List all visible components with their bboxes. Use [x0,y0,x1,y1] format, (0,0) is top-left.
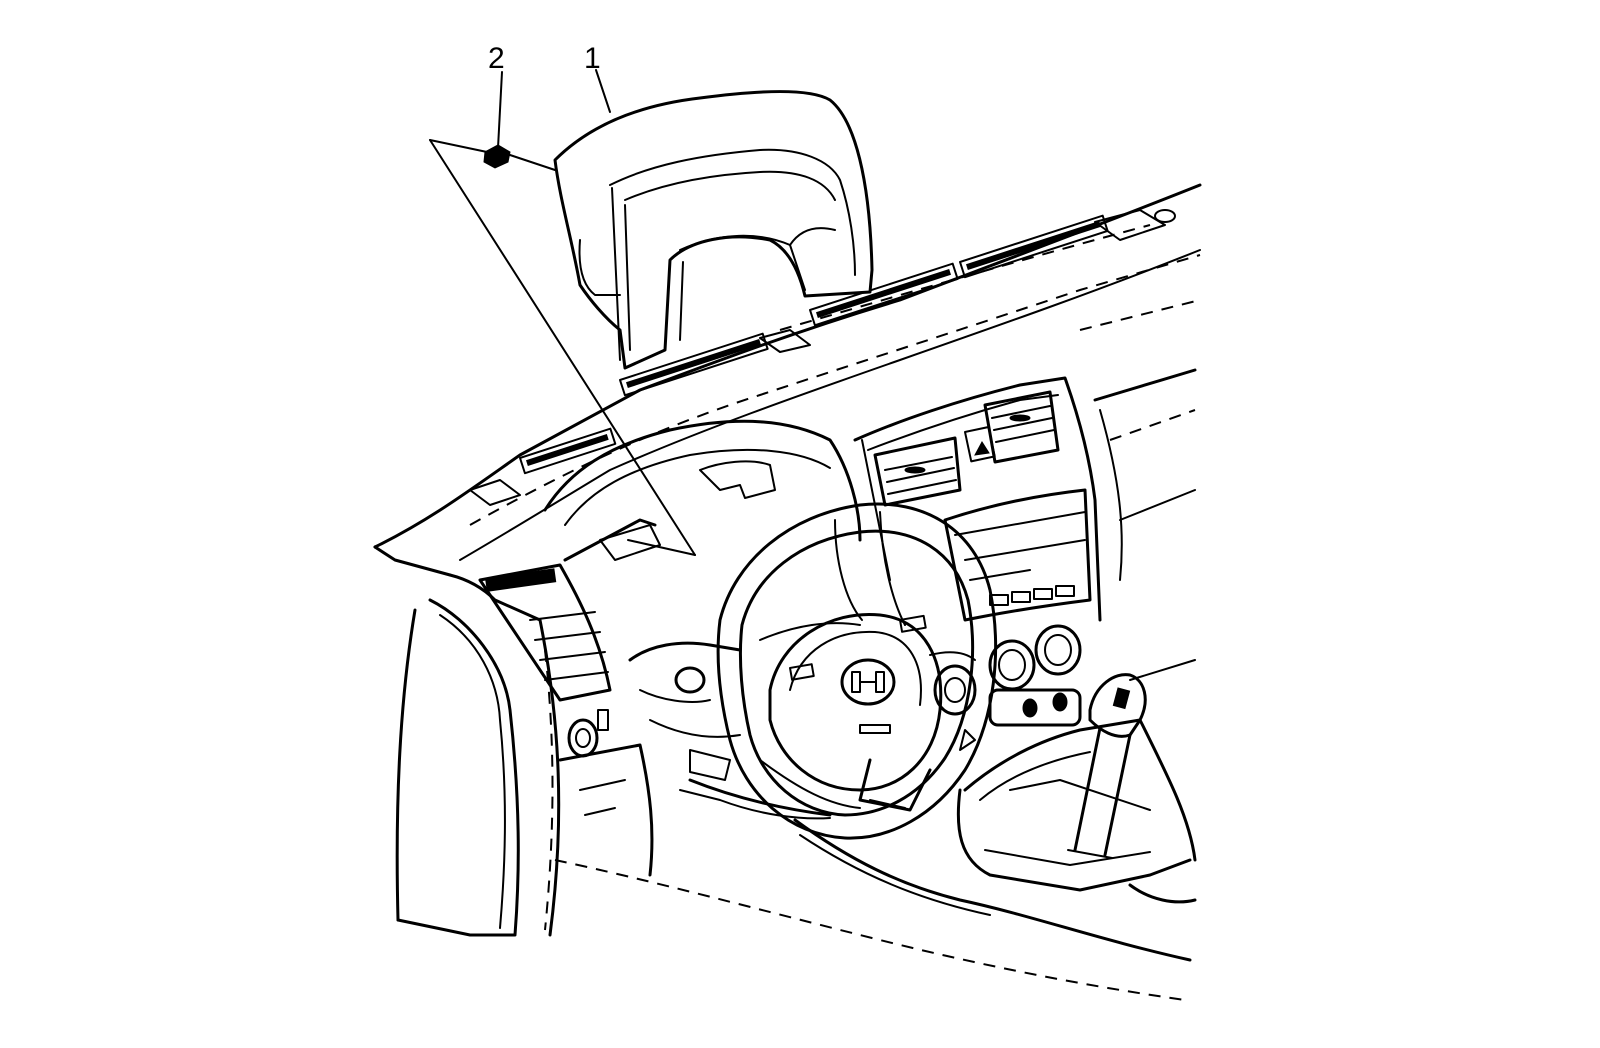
leader-lines [429,69,696,556]
floor-console [956,718,1197,904]
headlamp-switch [567,709,609,758]
dashboard-top-pad [373,183,1202,577]
passenger-dash-panel [1093,368,1197,681]
ignition-switch [933,664,977,751]
callout-2: 2 [488,42,505,75]
callout-1: 1 [584,42,601,75]
center-air-vents [873,390,1060,507]
lower-dash-trim [554,789,1192,1001]
dashboard-left-end-panel [395,573,561,937]
steering-wheel [716,502,998,840]
steering-column [628,641,832,817]
center-stack [853,376,1102,622]
radio-head-unit [943,488,1092,622]
instrument-cluster-opening [543,419,862,562]
knee-bolster-left [558,743,654,877]
left-air-vent [478,563,612,702]
callout-labels: 2 1 [488,42,601,75]
gear-shift-knob [1067,673,1147,859]
fastener-screw [483,144,511,169]
instrument-cluster-trim-plate [553,90,874,370]
climate-control-knobs [988,624,1082,727]
